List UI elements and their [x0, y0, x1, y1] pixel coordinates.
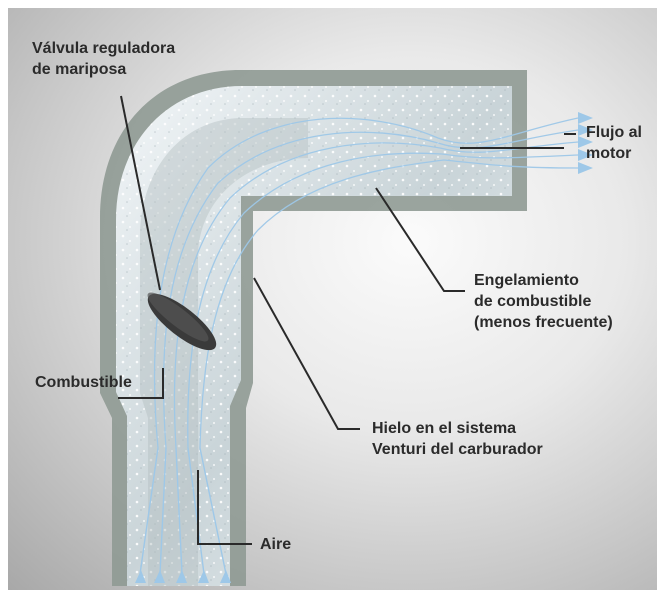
throttle-valve-label: Válvula reguladora de mariposa — [32, 38, 175, 80]
flow-to-engine-label: Flujo al motor — [586, 122, 642, 164]
carburetor-icing-diagram: Válvula reguladora de mariposa Flujo al … — [8, 8, 657, 590]
venturi-ice-label: Hielo en el sistema Venturi del carburad… — [372, 418, 543, 460]
fuel-label: Combustible — [35, 372, 132, 393]
air-label: Aire — [260, 534, 291, 555]
fuel-icing-label: Engelamiento de combustible (menos frecu… — [474, 270, 613, 333]
